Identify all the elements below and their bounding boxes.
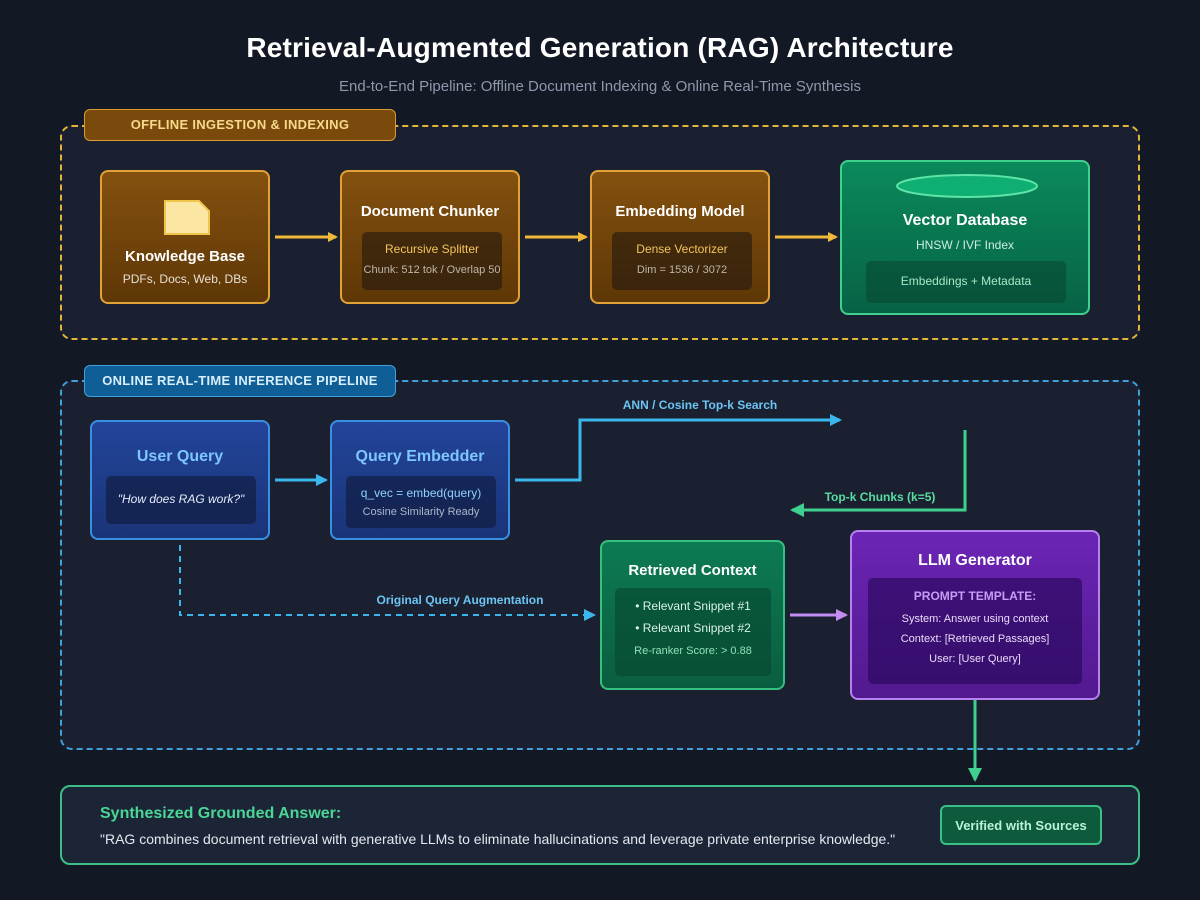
database-icon bbox=[896, 174, 1038, 198]
embedding-model-details: Dense Vectorizer Dim = 1536 / 3072 bbox=[612, 232, 752, 290]
query-embedder-formula: q_vec = embed(query) bbox=[360, 486, 482, 500]
prompt-template-title: PROMPT TEMPLATE: bbox=[913, 589, 1037, 603]
query-embedder-node: Query Embedder q_vec = embed(query) Cosi… bbox=[330, 420, 510, 540]
retrieved-context-box: • Relevant Snippet #1 • Relevant Snippet… bbox=[615, 588, 771, 676]
user-query-box: "How does RAG work?" bbox=[106, 476, 256, 524]
embedding-method: Dense Vectorizer bbox=[636, 242, 728, 256]
retrieved-context-node: Retrieved Context • Relevant Snippet #1 … bbox=[600, 540, 785, 690]
vector-database-node: Vector Database HNSW / IVF Index Embeddi… bbox=[840, 160, 1090, 315]
reranker-score: Re-ranker Score: > 0.88 bbox=[634, 645, 752, 657]
vector-database-title: Vector Database bbox=[902, 212, 1028, 229]
prompt-template-box: PROMPT TEMPLATE: System: Answer using co… bbox=[868, 578, 1082, 684]
embedding-dims: Dim = 1536 / 3072 bbox=[636, 264, 728, 276]
ann-search-label: ANN / Cosine Top-k Search bbox=[622, 398, 778, 412]
knowledge-base-title: Knowledge Base bbox=[124, 248, 246, 265]
retrieved-snippet-2: • Relevant Snippet #2 bbox=[635, 621, 751, 635]
document-chunker-title: Document Chunker bbox=[360, 203, 500, 220]
vector-database-contents: Embeddings + Metadata bbox=[900, 274, 1032, 288]
page-subtitle: End-to-End Pipeline: Offline Document In… bbox=[339, 78, 861, 95]
knowledge-base-node: Knowledge Base PDFs, Docs, Web, DBs bbox=[100, 170, 270, 304]
retrieved-context-title: Retrieved Context bbox=[628, 562, 757, 579]
query-embedder-status: Cosine Similarity Ready bbox=[362, 506, 480, 518]
synthesized-answer-panel: Synthesized Grounded Answer: "RAG combin… bbox=[60, 785, 1140, 865]
embedding-model-title: Embedding Model bbox=[615, 203, 745, 220]
query-embedder-title: Query Embedder bbox=[355, 448, 485, 465]
topk-chunks-label: Top-k Chunks (k=5) bbox=[824, 490, 936, 504]
offline-section-label: OFFLINE INGESTION & INDEXING bbox=[84, 109, 396, 141]
prompt-context-line: Context: [Retrieved Passages] bbox=[900, 633, 1050, 645]
user-query-example: "How does RAG work?" bbox=[117, 492, 245, 506]
document-chunker-node: Document Chunker Recursive Splitter Chun… bbox=[340, 170, 520, 304]
query-embedder-box: q_vec = embed(query) Cosine Similarity R… bbox=[346, 476, 496, 528]
embedding-model-node: Embedding Model Dense Vectorizer Dim = 1… bbox=[590, 170, 770, 304]
retrieved-snippet-1: • Relevant Snippet #1 bbox=[635, 599, 751, 613]
chunker-params: Chunk: 512 tok / Overlap 50 bbox=[363, 264, 501, 276]
chunker-method: Recursive Splitter bbox=[384, 242, 480, 256]
arrow-ann-search bbox=[515, 414, 842, 482]
llm-generator-title: LLM Generator bbox=[918, 552, 1032, 569]
prompt-user-line: User: [User Query] bbox=[929, 653, 1021, 665]
knowledge-base-sources: PDFs, Docs, Web, DBs bbox=[122, 272, 248, 286]
arrow-query-augmentation bbox=[179, 545, 596, 621]
document-chunker-details: Recursive Splitter Chunk: 512 tok / Over… bbox=[362, 232, 502, 290]
user-query-node: User Query "How does RAG work?" bbox=[90, 420, 270, 540]
vector-database-index: HNSW / IVF Index bbox=[915, 238, 1015, 252]
vector-database-storage: Embeddings + Metadata bbox=[866, 261, 1066, 303]
llm-generator-node: LLM Generator PROMPT TEMPLATE: System: A… bbox=[850, 530, 1100, 700]
user-query-title: User Query bbox=[136, 448, 224, 465]
page-title: Retrieval-Augmented Generation (RAG) Arc… bbox=[246, 32, 954, 63]
online-section-label: ONLINE REAL-TIME INFERENCE PIPELINE bbox=[84, 365, 396, 397]
answer-title: Synthesized Grounded Answer: bbox=[100, 805, 342, 822]
query-augmentation-label: Original Query Augmentation bbox=[376, 593, 544, 607]
answer-text: "RAG combines document retrieval with ge… bbox=[100, 831, 896, 847]
prompt-system-line: System: Answer using context bbox=[901, 613, 1049, 625]
verified-sources-badge: Verified with Sources bbox=[940, 805, 1102, 845]
document-icon bbox=[164, 200, 210, 235]
arrow-topk-return bbox=[790, 430, 967, 517]
